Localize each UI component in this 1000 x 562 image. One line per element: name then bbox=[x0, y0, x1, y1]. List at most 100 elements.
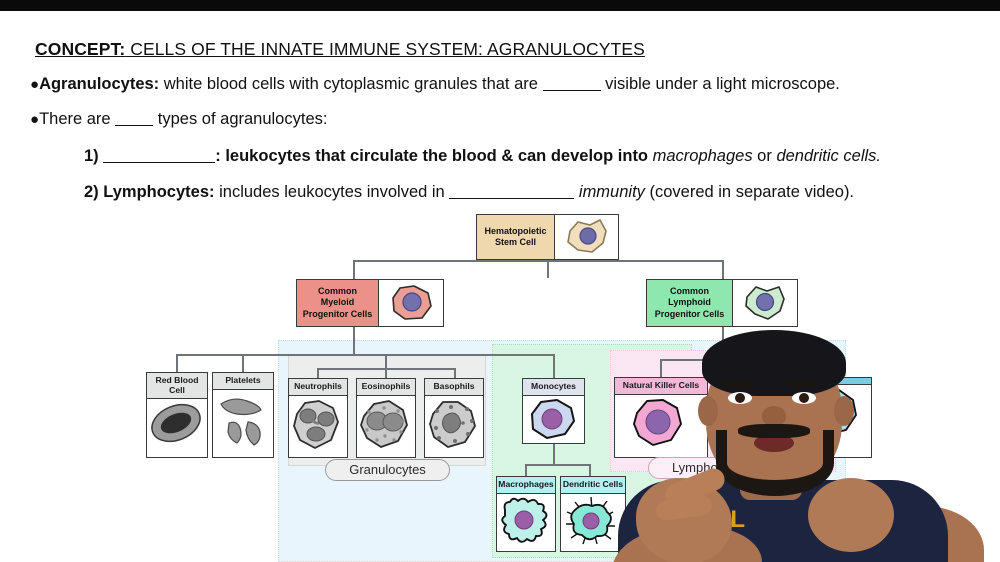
monocyte-icon bbox=[531, 398, 575, 439]
top-black-bar bbox=[0, 0, 1000, 11]
fill-in-blank-4[interactable] bbox=[449, 198, 575, 199]
macrophage-icon bbox=[501, 497, 548, 543]
common-myeloid-progenitor-box: Common Myeloid Progenitor Cells bbox=[296, 279, 444, 327]
nk-header: Natural Killer Cells bbox=[615, 378, 707, 395]
term-agranulocytes: Agranulocytes: bbox=[39, 75, 160, 93]
presenter-mustache bbox=[738, 424, 810, 438]
lymphoid-cell-icon bbox=[745, 286, 785, 320]
presenter-nose bbox=[762, 406, 786, 426]
dendritic-cell-icon bbox=[566, 496, 615, 544]
fill-in-blank-1[interactable] bbox=[542, 90, 601, 91]
connector-to-monocytes bbox=[553, 354, 555, 378]
myeloid-illustration bbox=[379, 280, 443, 326]
item2-italic-immunity: immunity bbox=[574, 183, 645, 201]
neutrophils-label: Neutrophils bbox=[294, 381, 342, 391]
connector-to-granulocytes bbox=[385, 354, 387, 368]
connector-stem-down bbox=[547, 260, 549, 278]
stem-cell-label-l2: Stem Cell bbox=[494, 237, 536, 247]
platelets-illustration bbox=[213, 390, 273, 452]
nk-illustration bbox=[615, 395, 707, 454]
lymphoid-label: Common Lymphoid Progenitor Cells bbox=[647, 280, 733, 326]
connector-monocyte-down bbox=[553, 444, 555, 464]
dendritic-illustration bbox=[561, 494, 625, 548]
platelets-box: Platelets bbox=[212, 372, 274, 458]
lymphoid-l3: Progenitor Cells bbox=[654, 308, 725, 319]
presenter-mouth bbox=[754, 434, 794, 452]
presenter-ear-right bbox=[834, 396, 854, 426]
list-item-1: 1) : leukocytes that circulate the blood… bbox=[84, 147, 881, 166]
stem-cell-icon bbox=[566, 219, 607, 253]
rbc-label-l1: Red Blood bbox=[155, 375, 199, 385]
bullet-there-are: ●There are types of agranulocytes: bbox=[30, 110, 327, 129]
stem-cell-illustration bbox=[555, 215, 618, 259]
presenter-video-overlay: CL bbox=[612, 330, 1000, 562]
monocytes-box: Monocytes bbox=[522, 378, 585, 444]
bullet-agranulocytes: ●Agranulocytes: white blood cells with c… bbox=[30, 75, 840, 94]
basophils-box: Basophils bbox=[424, 378, 484, 458]
connector-dendritic bbox=[589, 464, 591, 476]
eosinophils-illustration bbox=[357, 396, 415, 454]
eosinophils-header: Eosinophils bbox=[357, 379, 415, 396]
platelets-label: Platelets bbox=[225, 375, 261, 385]
presenter-eyebrow-right bbox=[788, 380, 818, 387]
natural-killer-cells-box: Natural Killer Cells bbox=[614, 377, 708, 458]
concept-heading: CONCEPT: CELLS OF THE INNATE IMMUNE SYST… bbox=[35, 39, 645, 60]
item1-text-b: or bbox=[752, 147, 777, 165]
item2-text-a: includes leukocytes involved in bbox=[214, 183, 450, 201]
presenter-hair bbox=[702, 330, 846, 396]
basophil-icon bbox=[429, 400, 476, 448]
neutrophils-box: Neutrophils bbox=[288, 378, 348, 458]
myeloid-l3: Progenitor Cells bbox=[302, 308, 373, 319]
stem-cell-label: Hematopoietic Stem Cell bbox=[477, 215, 555, 259]
nk-label: Natural Killer Cells bbox=[622, 380, 700, 390]
connector-myeloid-span bbox=[176, 354, 553, 356]
presenter-pupil-left bbox=[735, 393, 745, 403]
monocytes-illustration bbox=[523, 396, 584, 442]
connector-eosinophils bbox=[385, 368, 387, 378]
item1-italic-macrophages: macrophages bbox=[652, 147, 753, 165]
stem-cell-label-l1: Hematopoietic bbox=[484, 225, 547, 236]
bullet1-text-b: visible under a light microscope. bbox=[600, 75, 840, 93]
dendritic-header: Dendritic Cells bbox=[561, 477, 625, 494]
rbc-header: Red Blood Cell bbox=[147, 373, 207, 400]
fill-in-blank-2[interactable] bbox=[115, 125, 154, 126]
dendritic-label: Dendritic Cells bbox=[562, 479, 624, 489]
dendritic-cells-box: Dendritic Cells bbox=[560, 476, 626, 552]
basophils-header: Basophils bbox=[425, 379, 483, 396]
term-lymphocytes: Lymphocytes: bbox=[98, 183, 215, 201]
macrophages-label: Macrophages bbox=[498, 479, 554, 489]
myeloid-label: Common Myeloid Progenitor Cells bbox=[297, 280, 379, 326]
myeloid-l1: Common bbox=[317, 286, 357, 297]
basophils-label: Basophils bbox=[433, 381, 475, 391]
neutrophils-header: Neutrophils bbox=[289, 379, 347, 396]
macrophages-header: Macrophages bbox=[497, 477, 555, 494]
fill-in-blank-3[interactable] bbox=[103, 162, 216, 163]
connector-to-platelets bbox=[242, 354, 244, 372]
common-lymphoid-progenitor-box: Common Lymphoid Progenitor Cells bbox=[646, 279, 798, 327]
connector-neutrophils bbox=[317, 368, 319, 378]
rbc-illustration bbox=[147, 399, 207, 449]
item2-text-b: (covered in separate video). bbox=[644, 183, 855, 201]
bullet-dot-icon: ● bbox=[30, 111, 40, 128]
bullet2-text-b: types of agranulocytes: bbox=[153, 110, 328, 128]
connector-progenitor-span bbox=[353, 260, 723, 262]
platelets-icon bbox=[220, 398, 262, 446]
connector-to-lymphoid bbox=[722, 260, 724, 286]
monocytes-header: Monocytes bbox=[523, 379, 584, 396]
connector-mac-dend-span bbox=[525, 464, 589, 466]
eosinophil-icon bbox=[360, 399, 408, 448]
item2-number: 2) bbox=[84, 183, 99, 201]
item1-italic-dendritic: dendritic cells. bbox=[776, 147, 881, 165]
platelets-header: Platelets bbox=[213, 373, 273, 390]
connector-macrophages bbox=[525, 464, 527, 476]
macrophages-box: Macrophages bbox=[496, 476, 556, 552]
granulocytes-label-text: Granulocytes bbox=[349, 462, 426, 477]
red-blood-cell-icon bbox=[151, 404, 201, 443]
connector-to-rbc bbox=[176, 354, 178, 372]
presenter-pupil-right bbox=[799, 393, 809, 403]
connector-to-myeloid bbox=[353, 260, 355, 286]
neutrophil-icon bbox=[293, 399, 339, 449]
presenter-ear-left bbox=[698, 396, 718, 426]
lymphoid-illustration bbox=[733, 280, 797, 326]
